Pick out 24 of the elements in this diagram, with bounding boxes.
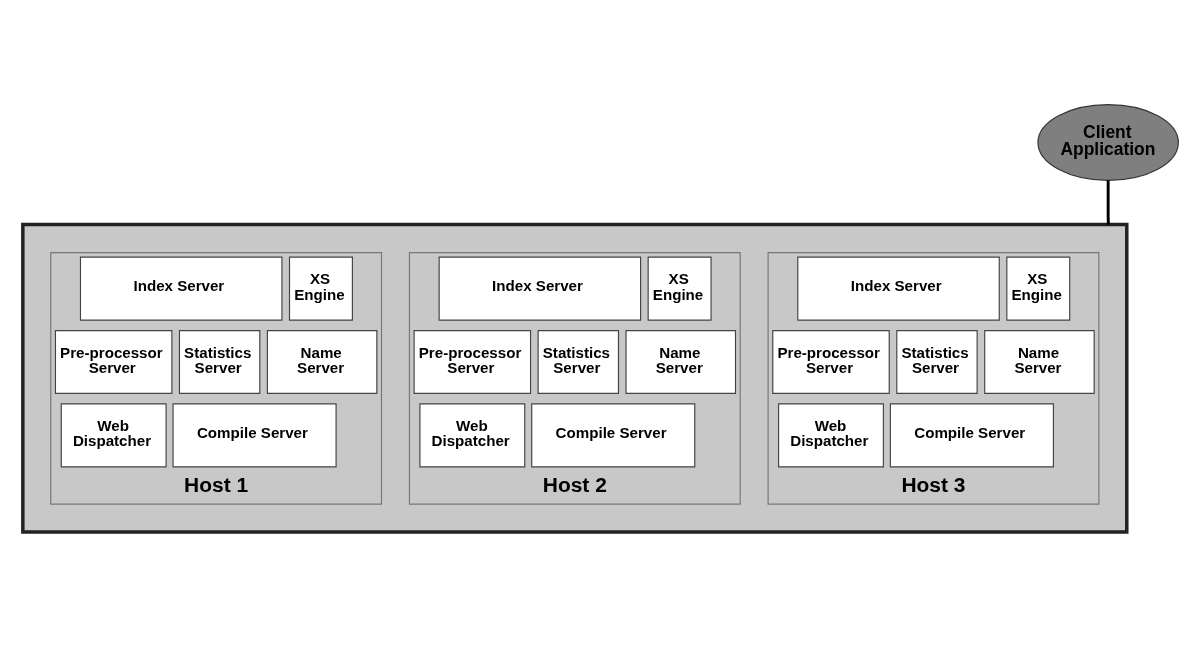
- node-box: XS Engine: [1006, 256, 1071, 321]
- node-box: Index Server: [797, 256, 1000, 321]
- node-box: Statistics Server: [178, 330, 261, 395]
- node-box: Name Server: [984, 330, 1095, 395]
- node-box: Compile Server: [889, 403, 1054, 468]
- node-box: Pre-processor Server: [54, 330, 173, 395]
- node-box: Index Server: [79, 256, 283, 321]
- node-box: XS Engine: [288, 256, 353, 321]
- node-box: Name Server: [266, 330, 378, 395]
- node-box: XS Engine: [647, 256, 712, 321]
- node-box: Web Dispatcher: [60, 403, 167, 468]
- node-box: Name Server: [625, 330, 737, 395]
- node-box: Compile Server: [531, 403, 696, 468]
- node-box: Pre-processor Server: [413, 330, 532, 395]
- node-box: Web Dispatcher: [778, 403, 884, 468]
- node-ellipse: Client Application: [1037, 104, 1179, 181]
- node-box: Statistics Server: [537, 330, 620, 395]
- connector: [1106, 180, 1110, 225]
- node-box: Statistics Server: [896, 330, 978, 395]
- cluster: [21, 222, 1129, 534]
- node-box: Pre-processor Server: [772, 330, 890, 395]
- node-box: Index Server: [438, 256, 642, 321]
- node-box: Web Dispatcher: [419, 403, 526, 468]
- node-box: Compile Server: [172, 403, 337, 468]
